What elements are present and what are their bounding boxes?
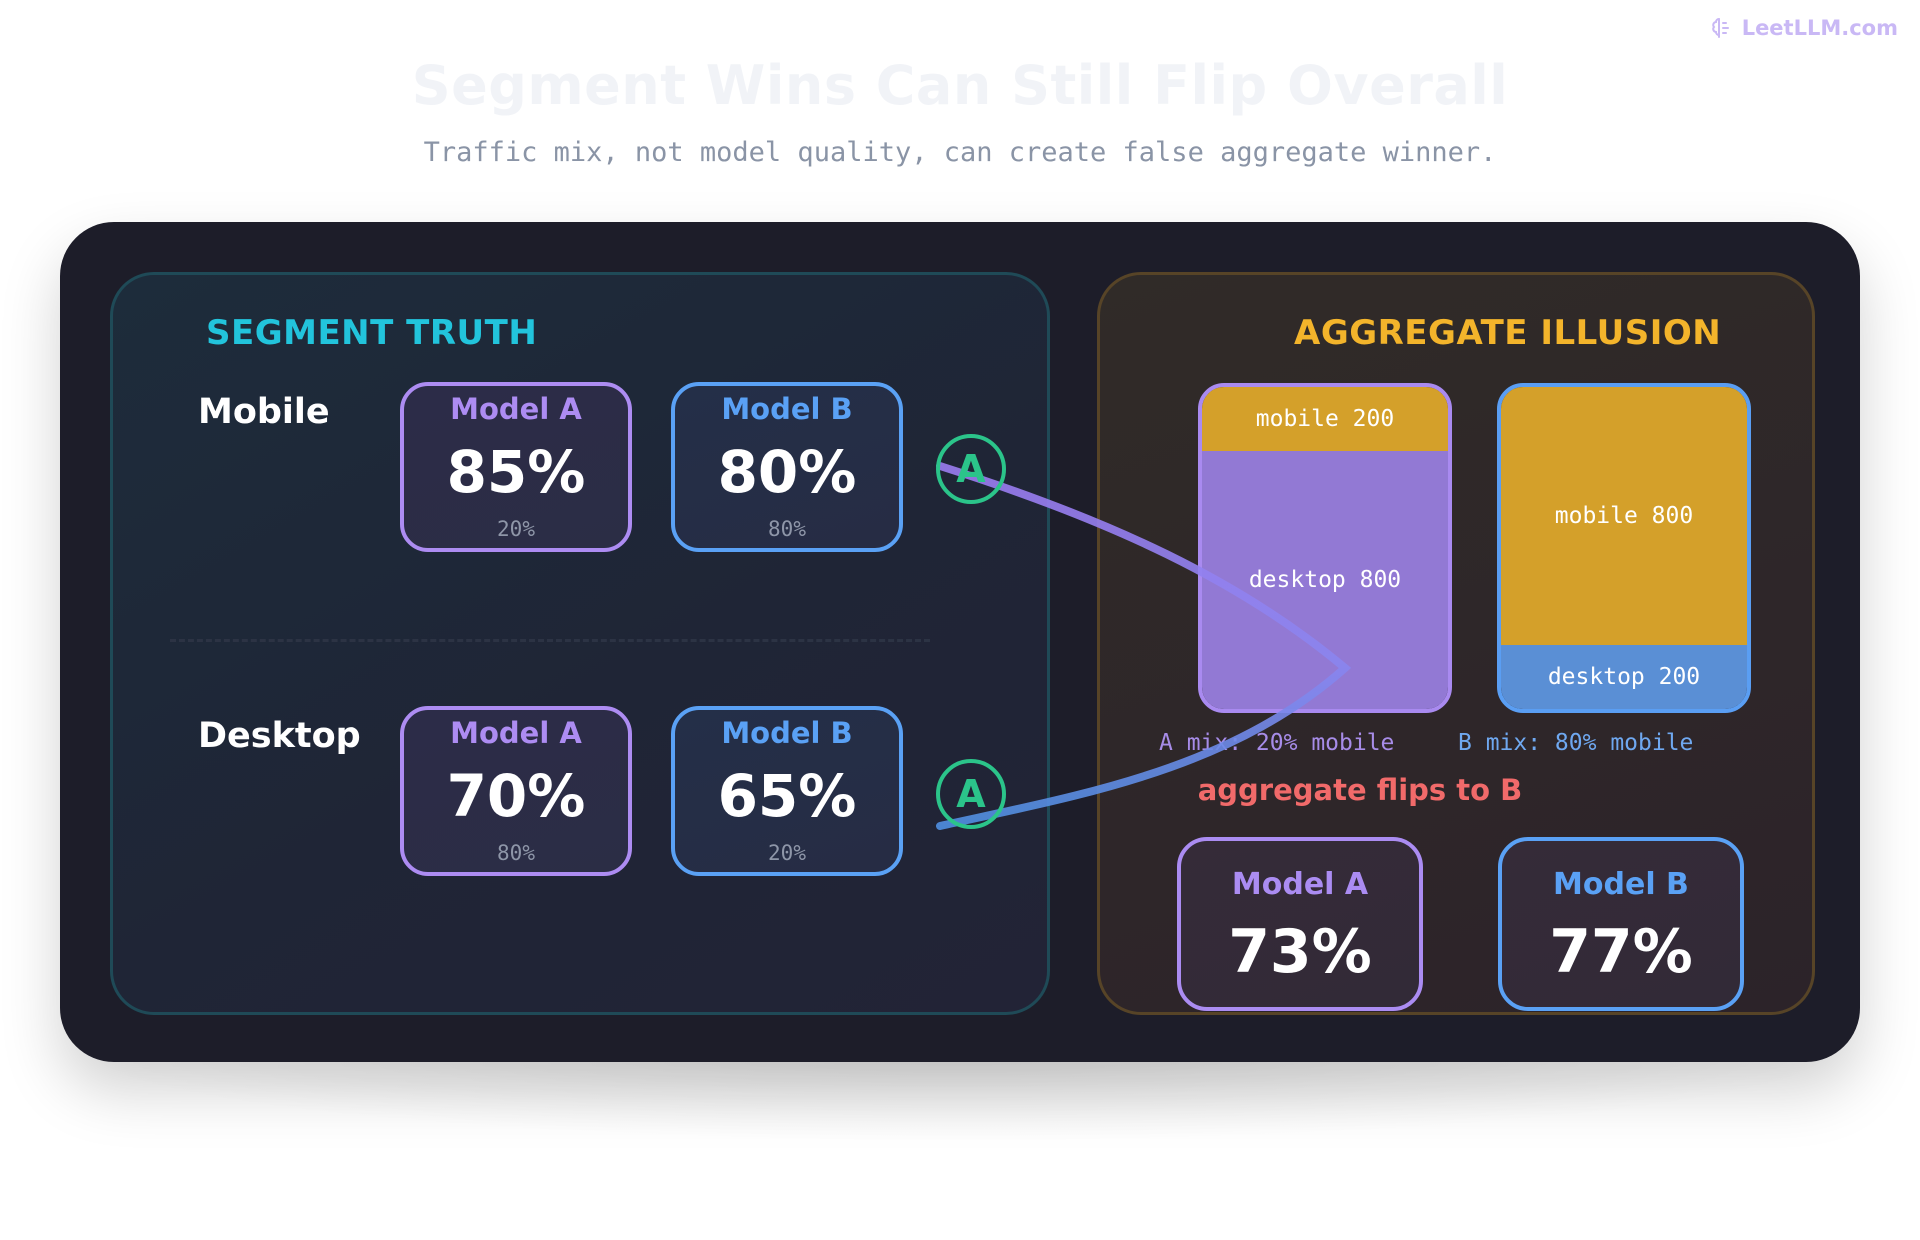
brand[interactable]: LeetLLM.com xyxy=(1710,16,1898,40)
segment-divider xyxy=(170,639,930,642)
aggregate-value: 77% xyxy=(1549,917,1693,987)
model-a-mix-label: A mix: 20% mobile xyxy=(1159,730,1395,756)
accuracy-value: 70% xyxy=(446,762,586,830)
model-b-traffic-stack: mobile 800 desktop 200 xyxy=(1497,383,1751,713)
model-name: Model A xyxy=(450,392,582,426)
stack-b-mobile-segment: mobile 800 xyxy=(1501,387,1747,645)
accuracy-value: 80% xyxy=(717,438,857,506)
mobile-winner-badge: A xyxy=(936,434,1006,504)
mobile-model-b-card: Model B 80% 80% xyxy=(671,382,903,552)
desktop-model-a-card: Model A 70% 80% xyxy=(400,706,632,876)
model-name: Model A xyxy=(450,716,582,750)
stack-b-desktop-segment: desktop 200 xyxy=(1501,645,1747,709)
accuracy-value: 65% xyxy=(717,762,857,830)
model-a-traffic-stack: mobile 200 desktop 800 xyxy=(1198,383,1452,713)
brand-name: LeetLLM.com xyxy=(1741,16,1898,40)
model-name: Model B xyxy=(721,392,853,426)
aggregate-model-a-card: Model A 73% xyxy=(1177,837,1423,1011)
aggregate-illusion-title: AGGREGATE ILLUSION xyxy=(1294,313,1722,353)
traffic-share: 80% xyxy=(497,841,535,865)
model-name: Model B xyxy=(1553,867,1689,902)
flip-annotation: aggregate flips to B xyxy=(1197,773,1523,807)
desktop-model-b-card: Model B 65% 20% xyxy=(671,706,903,876)
model-b-mix-label: B mix: 80% mobile xyxy=(1458,730,1694,756)
segment-truth-title: SEGMENT TRUTH xyxy=(206,313,538,353)
desktop-winner-badge: A xyxy=(936,759,1006,829)
page-title: Segment Wins Can Still Flip Overall xyxy=(411,54,1509,117)
row-label-mobile: Mobile xyxy=(198,392,330,432)
stack-a-mobile-segment: mobile 200 xyxy=(1202,387,1448,451)
stack-a-desktop-segment: desktop 800 xyxy=(1202,451,1448,709)
aggregate-model-b-card: Model B 77% xyxy=(1498,837,1744,1011)
brain-icon xyxy=(1711,18,1729,38)
aggregate-value: 73% xyxy=(1228,917,1372,987)
traffic-share: 80% xyxy=(768,517,806,541)
row-label-desktop: Desktop xyxy=(198,716,361,756)
traffic-share: 20% xyxy=(497,517,535,541)
mobile-model-a-card: Model A 85% 20% xyxy=(400,382,632,552)
accuracy-value: 85% xyxy=(446,438,586,506)
page-subtitle: Traffic mix, not model quality, can crea… xyxy=(423,137,1497,168)
model-name: Model A xyxy=(1231,867,1369,902)
model-name: Model B xyxy=(721,716,853,750)
traffic-share: 20% xyxy=(768,841,806,865)
flip-curve xyxy=(936,462,1352,830)
